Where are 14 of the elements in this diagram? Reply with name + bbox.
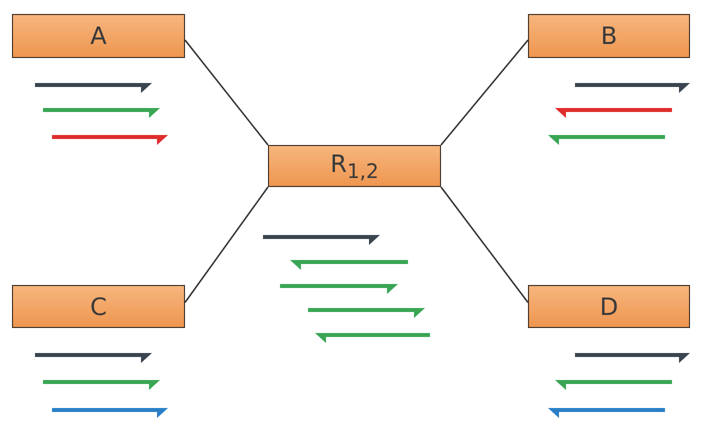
connector-line [440,40,529,146]
process-box [12,14,185,58]
box-label: A [90,22,107,50]
connector-line [184,186,269,303]
connector-line [184,40,269,146]
box-label: C [90,292,107,320]
process-box [268,145,441,187]
process-box [528,285,690,328]
box-label: R$_{1,2}$ [330,150,379,182]
process-box [12,285,185,328]
connector-line [440,186,529,303]
process-box [528,14,690,58]
box-label: B [600,22,618,50]
box-label: D [600,292,618,320]
